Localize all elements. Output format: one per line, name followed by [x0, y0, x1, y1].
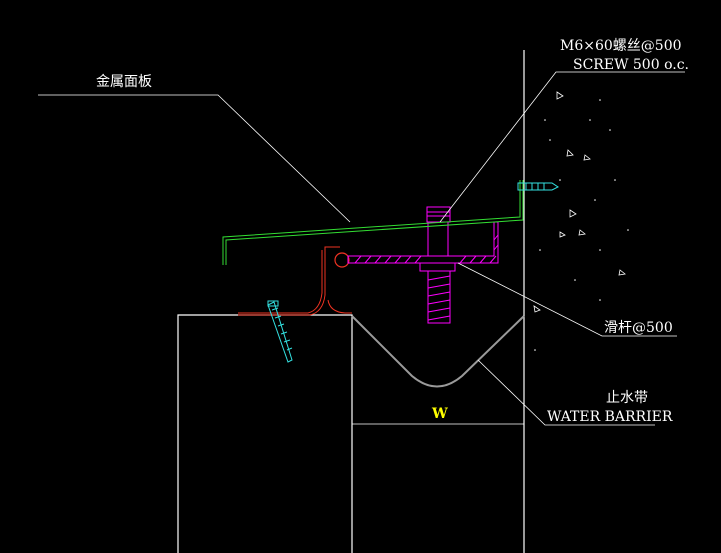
width-dimension-label: W: [432, 406, 448, 422]
support-clip: [238, 246, 340, 316]
screw-label-en: SCREW 500 o.c.: [573, 57, 689, 73]
slide-bar: [347, 206, 499, 324]
slide-bar-label: 滑杆@500: [604, 320, 673, 336]
screw-label-cn: M6×60螺丝@500: [560, 38, 682, 54]
anchor-screw-icon: [267, 300, 293, 363]
leader-lines: [38, 71, 685, 426]
slide-bar-pin: [334, 252, 350, 268]
water-barrier-label-en: WATER BARRIER: [547, 409, 673, 425]
metal-panel: [222, 180, 524, 265]
water-barrier-label-cn: 止水带: [606, 390, 648, 406]
concrete-wall: [523, 50, 629, 553]
clip-base: [327, 299, 352, 314]
water-barrier: [351, 315, 525, 388]
metal-panel-label: 金属面板: [96, 74, 152, 90]
wall-screw-icon: [517, 182, 559, 191]
left-substrate: [177, 314, 353, 553]
